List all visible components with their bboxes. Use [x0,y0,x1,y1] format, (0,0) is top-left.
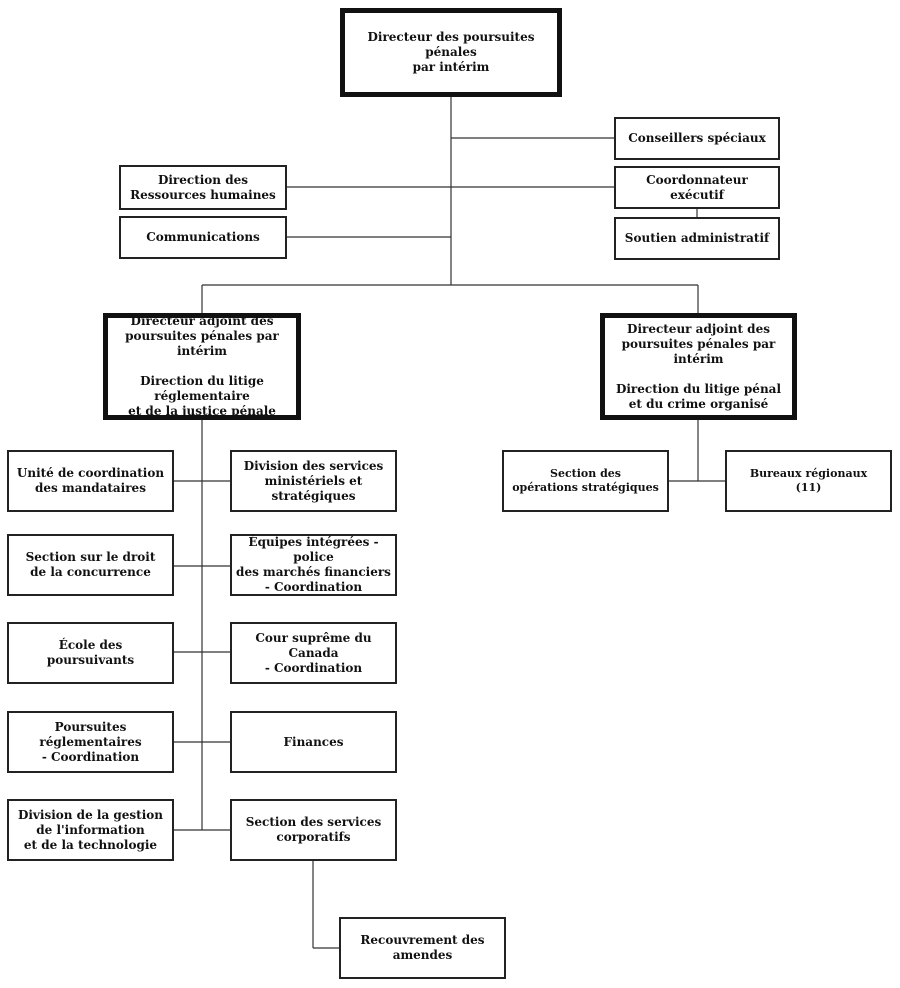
special-advisors-box: Conseillers spéciaux [614,117,780,160]
deputy-director-criminal-box: Directeur adjoint des poursuites pénales… [600,313,797,420]
admin-support-box: Soutien administratif [614,217,780,260]
competition-law-section-box: Section sur le droit de la concurrence [7,534,174,596]
regulatory-prosecutions-box: Poursuites réglementaires - Coordination [7,711,174,773]
agent-coordination-unit-box: Unité de coordination des mandataires [7,450,174,512]
prosecutors-school-box: École des poursuivants [7,622,174,684]
communications-box: Communications [119,216,287,259]
executive-coordinator-box: Coordonnateur exécutif [614,166,780,209]
regional-offices-box: Bureaux régionaux (11) [725,450,892,512]
ministerial-services-division-box: Division des services ministériels et st… [230,450,397,512]
corporate-services-section-box: Section des services corporatifs [230,799,397,861]
supreme-court-coordination-box: Cour suprême du Canada - Coordination [230,622,397,684]
fine-recovery-box: Recouvrement des amendes [339,917,506,979]
finances-box: Finances [230,711,397,773]
director-box: Directeur des poursuites pénales par int… [340,8,562,97]
human-resources-box: Direction des Ressources humaines [119,165,287,210]
strategic-operations-section-box: Section des opérations stratégiques [502,450,669,512]
integrated-market-enforcement-box: Équipes intégrées - police des marchés f… [230,534,397,596]
information-management-box: Division de la gestion de l'information … [7,799,174,861]
deputy-director-regulatory-box: Directeur adjoint des poursuites pénales… [103,313,301,420]
